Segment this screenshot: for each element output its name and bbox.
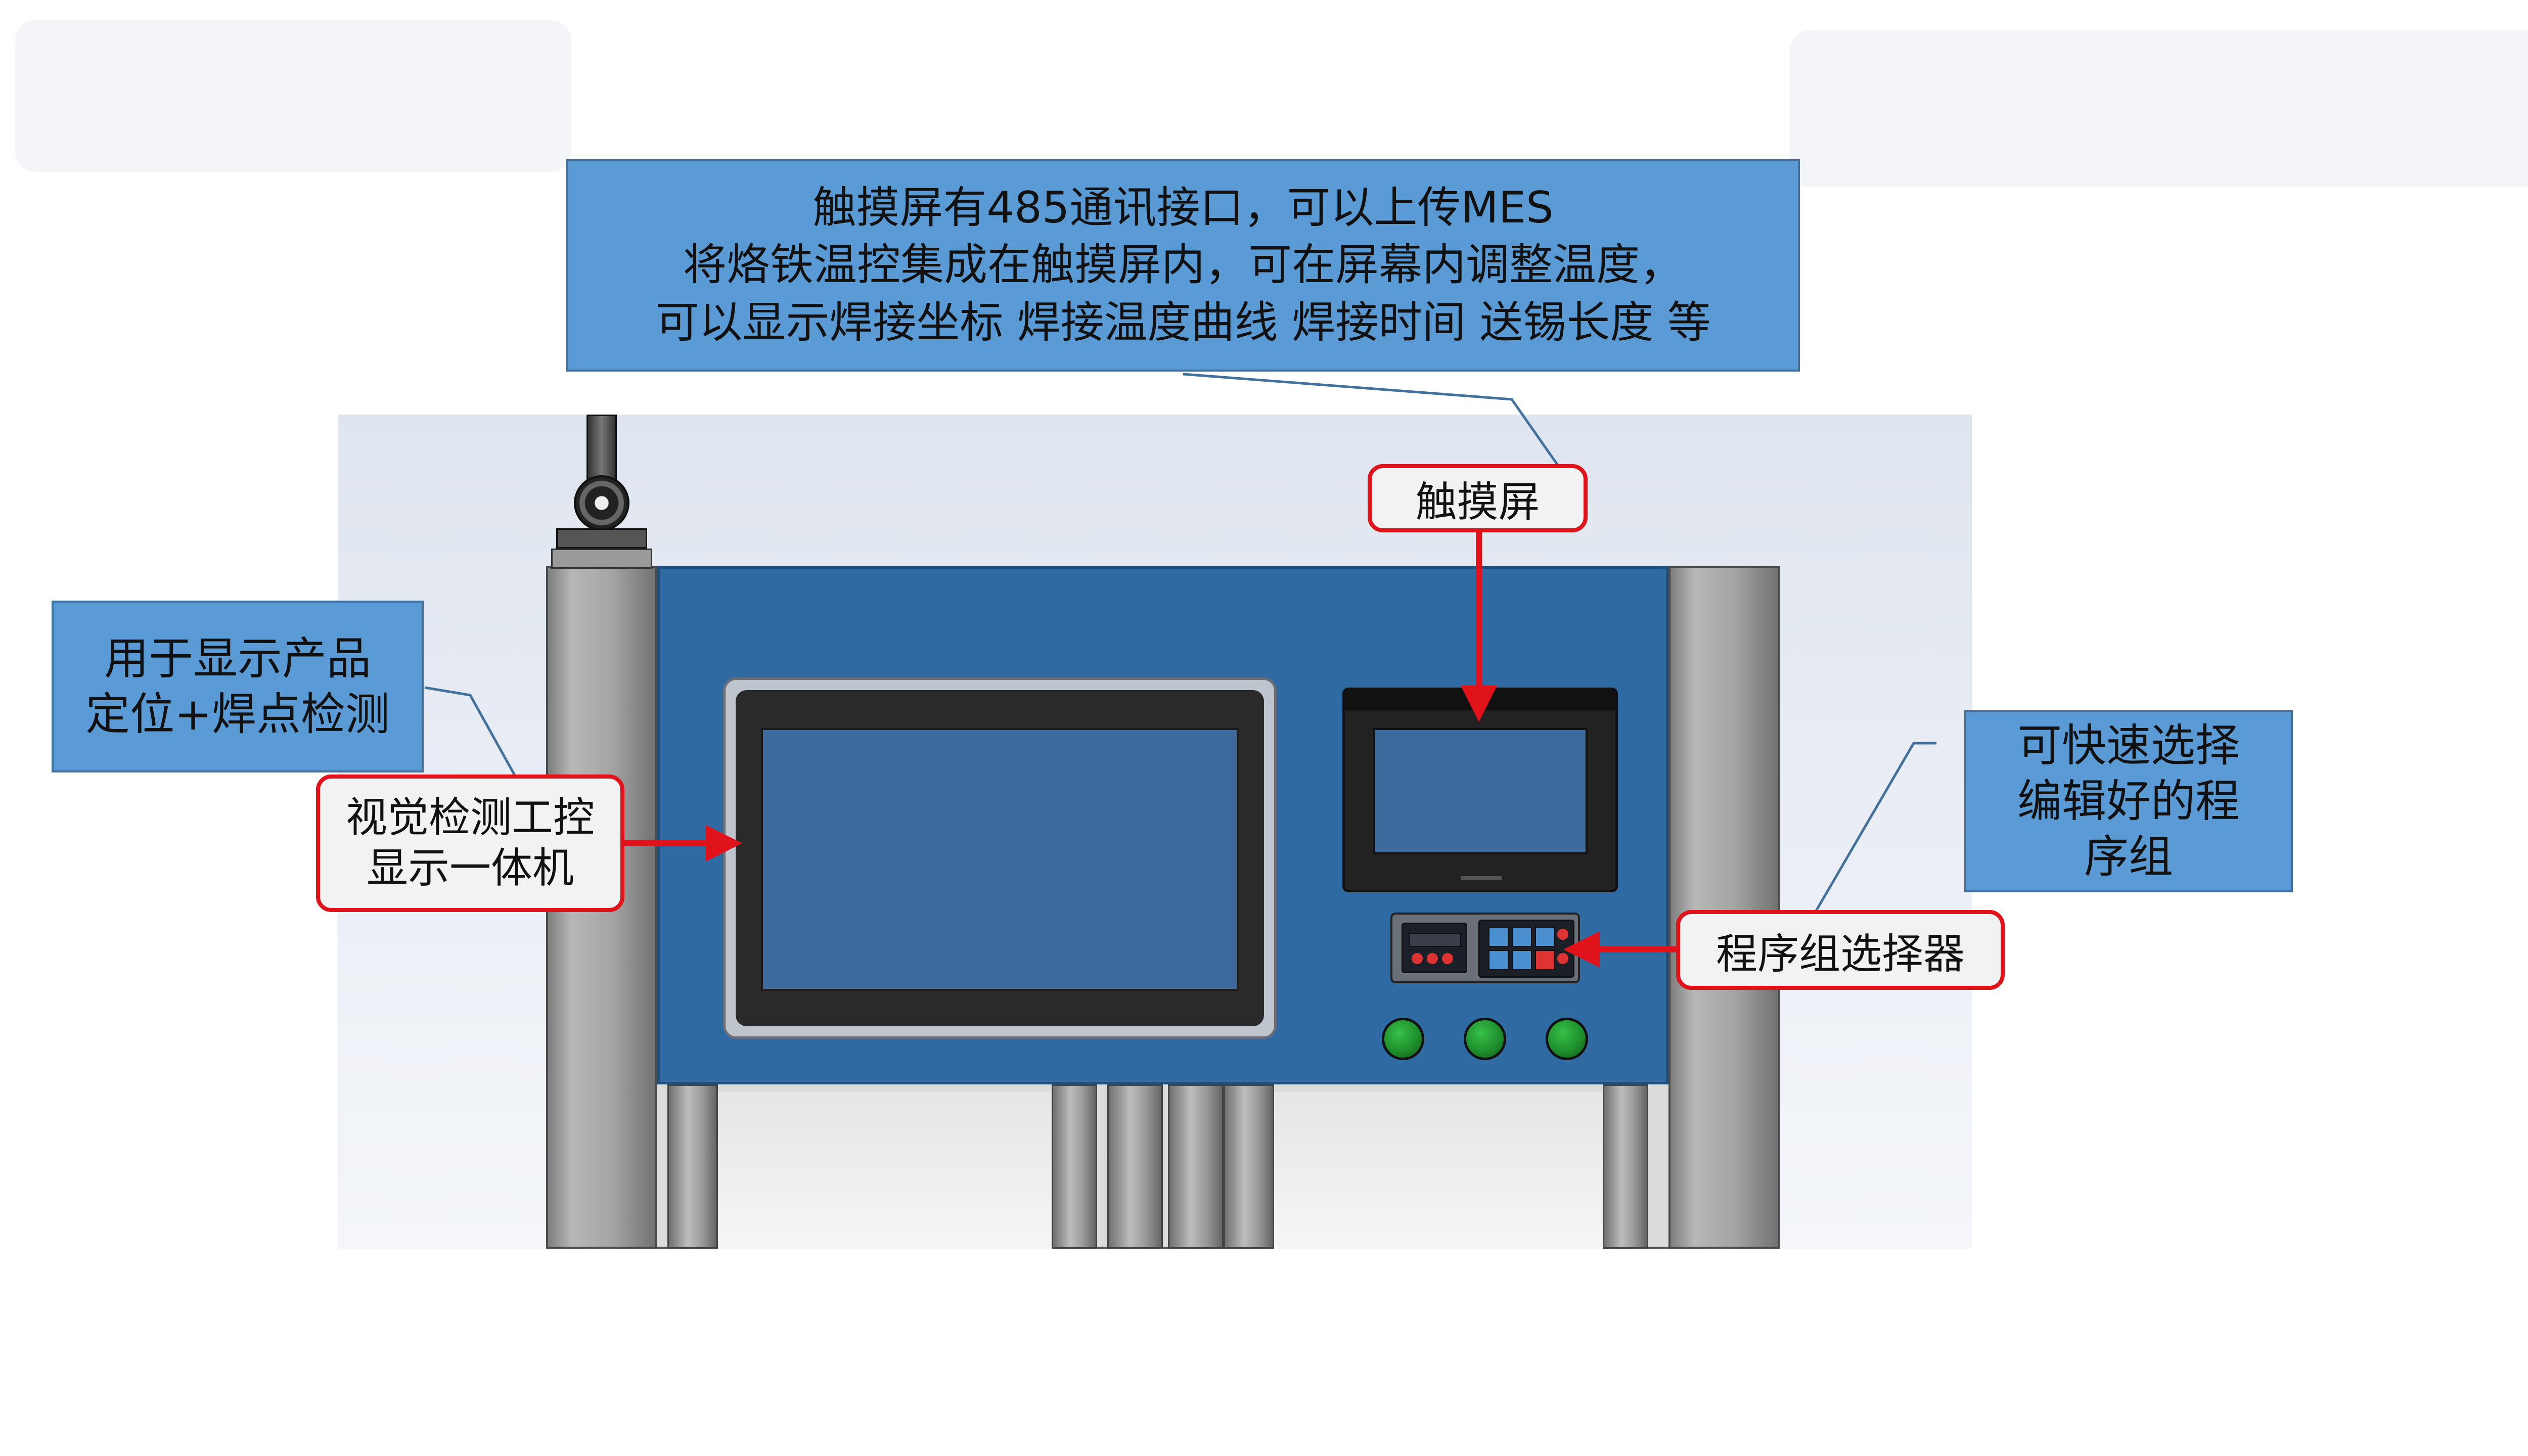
vision-monitor-screen — [761, 728, 1239, 991]
green-push-button — [1546, 1018, 1588, 1060]
label-text: 视觉检测工控 — [345, 793, 595, 842]
handle-base — [551, 549, 652, 569]
note-program-selector-purpose: 可快速选择 编辑好的程 序组 — [1964, 710, 2293, 892]
hmi-touchscreen — [1342, 688, 1618, 892]
green-push-button — [1382, 1018, 1424, 1060]
handle-post — [586, 415, 617, 485]
note-line: 序组 — [2084, 831, 2173, 883]
program-selector-device — [1390, 913, 1580, 983]
lower-rail — [667, 1084, 718, 1249]
note-line: 可快速选择 — [2017, 719, 2240, 771]
note-line: 编辑好的程 — [2017, 775, 2240, 827]
label-touchscreen: 触摸屏 — [1368, 464, 1588, 532]
label-program-selector: 程序组选择器 — [1676, 910, 2005, 990]
label-vision-monitor: 视觉检测工控 显示一体机 — [316, 775, 624, 912]
lower-rail — [1052, 1084, 1097, 1249]
note-line: 触摸屏有485通讯接口，可以上传MES — [812, 182, 1554, 233]
note-line: 定位+焊点检测 — [85, 688, 390, 740]
faded-header-left — [15, 20, 571, 172]
lower-rail — [1107, 1084, 1163, 1249]
lower-opening-left — [718, 1092, 1052, 1249]
hmi-screen — [1373, 728, 1588, 854]
note-touchscreen-features: 触摸屏有485通讯接口，可以上传MES 将烙铁温控集成在触摸屏内，可在屏幕内调整… — [566, 159, 1800, 372]
lower-rail — [1224, 1084, 1274, 1249]
note-line: 用于显示产品 — [104, 632, 371, 685]
lower-opening-right — [1274, 1092, 1603, 1249]
frame-pillar-right — [1668, 566, 1780, 1249]
lower-rail — [1603, 1084, 1648, 1249]
note-line: 将烙铁温控集成在触摸屏内，可在屏幕内调整温度， — [683, 240, 1683, 291]
label-text: 触摸屏 — [1415, 478, 1540, 526]
label-text: 显示一体机 — [366, 844, 574, 892]
faded-header-right — [1790, 30, 2528, 187]
green-push-button — [1464, 1018, 1506, 1060]
lower-rail — [1168, 1084, 1224, 1249]
handle-base — [556, 528, 647, 549]
handle-knob-icon — [574, 475, 629, 531]
label-text: 程序组选择器 — [1716, 930, 1965, 978]
note-vision-purpose: 用于显示产品 定位+焊点检测 — [52, 601, 424, 772]
note-line: 可以显示焊接坐标 焊接温度曲线 焊接时间 送锡长度 等 — [655, 297, 1711, 348]
vision-monitor — [723, 677, 1277, 1039]
